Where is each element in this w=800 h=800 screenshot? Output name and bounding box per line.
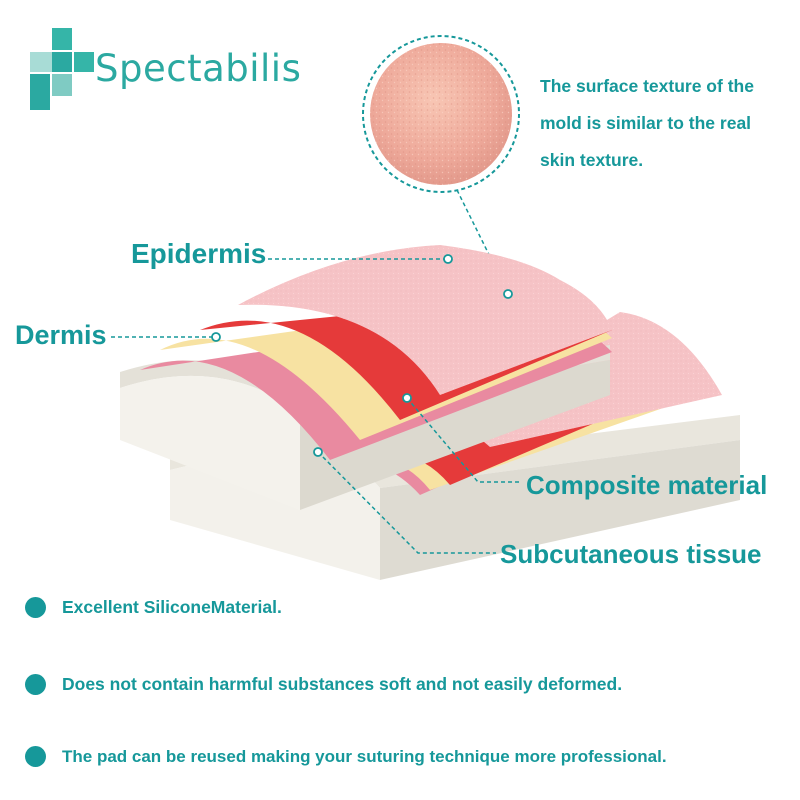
texture-note: The surface texture of the mold is simil… (540, 68, 790, 179)
feature-text: Excellent SiliconeMaterial. (62, 597, 282, 617)
label-leader-lines (111, 258, 522, 554)
brand-name: Spectabilis (95, 47, 302, 90)
skin-texture-magnifier (362, 35, 520, 193)
bullet-dot-icon (25, 597, 46, 618)
bullet-dot-icon (25, 746, 46, 767)
feature-text: Does not contain harmful substances soft… (62, 674, 623, 694)
feature-text: The pad can be reused making your suturi… (62, 746, 667, 766)
feature-item: The pad can be reused making your suturi… (25, 746, 667, 767)
label-epidermis: Epidermis (131, 238, 267, 269)
label-dermis: Dermis (15, 320, 107, 350)
texture-note-line-2: mold is similar to the real (540, 113, 752, 133)
magnifier-leader-line (456, 189, 509, 294)
medical-cross-logo-icon (30, 28, 94, 110)
texture-note-line-3: skin texture. (540, 150, 644, 170)
feature-item: Does not contain harmful substances soft… (25, 674, 622, 695)
label-composite-material: Composite material (526, 470, 768, 500)
front-layer-block (120, 245, 612, 510)
bullet-dot-icon (25, 674, 46, 695)
feature-item: Excellent SiliconeMaterial. (25, 597, 282, 618)
label-anchor-dots (211, 254, 513, 457)
texture-note-line-1: The surface texture of the (540, 76, 754, 96)
label-subcutaneous-tissue: Subcutaneous tissue (500, 539, 762, 569)
